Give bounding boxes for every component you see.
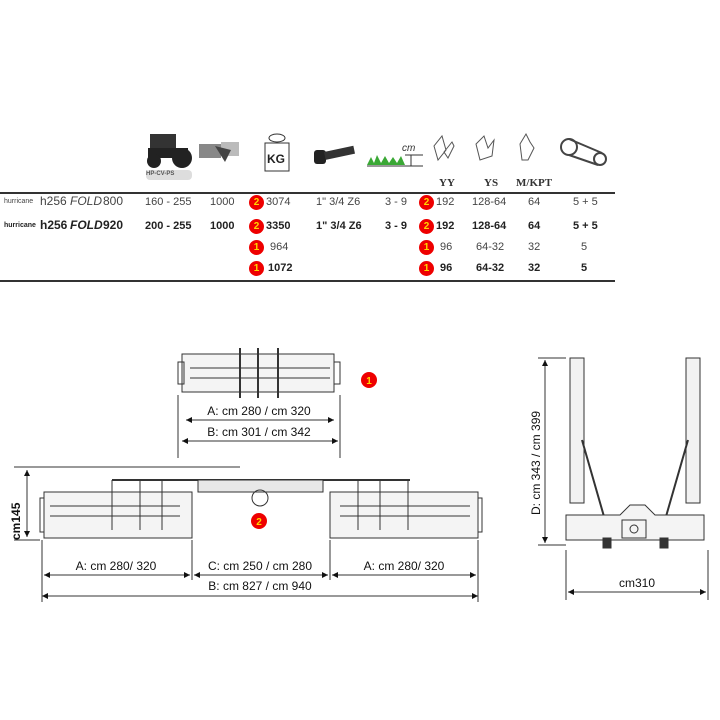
ys: 64-32	[476, 262, 505, 274]
belts: 5 + 5	[573, 220, 598, 232]
col-ys: YS	[484, 177, 499, 189]
quantity-badge: 1	[249, 261, 264, 276]
model: h256	[40, 218, 68, 232]
quantity-badge: 2	[419, 219, 434, 234]
pto-shaft-icon	[314, 145, 356, 164]
model: h256	[40, 194, 67, 208]
badge-1-label: 1	[366, 376, 372, 387]
ys: 128-64	[472, 196, 507, 208]
belts: 5	[581, 262, 588, 274]
dim-d-height: D: cm 343 / cm 399	[529, 411, 543, 515]
fold: FOLD	[70, 194, 103, 208]
pto: 1" 3/4 Z6	[316, 220, 362, 232]
quantity-badge: 1	[419, 240, 434, 255]
cm-label: cm	[402, 143, 416, 154]
brand: hurricane	[4, 198, 34, 205]
mkpt: 32	[528, 262, 541, 274]
unfolded-front-view	[14, 466, 483, 602]
weight: 1072	[268, 262, 293, 274]
size: 920	[103, 218, 124, 232]
mkpt: 32	[528, 241, 541, 253]
mkpt: 64	[528, 196, 541, 208]
mkpt-blade-icon	[519, 132, 535, 161]
table-top-rule	[0, 192, 615, 194]
dim-a-left: A: cm 280/ 320	[76, 559, 157, 573]
yy: 96	[440, 262, 453, 274]
dim-b-folded: B: cm 301 / cm 342	[207, 425, 311, 439]
badge-2-label: 2	[256, 517, 262, 528]
height: 3 - 9	[385, 220, 408, 232]
weight: 964	[270, 241, 289, 253]
kg-label: KG	[267, 152, 285, 166]
folded-top-view	[177, 348, 341, 458]
weight-icon	[264, 133, 290, 172]
blade-icons	[433, 132, 535, 162]
col-mkpt: M/KPT	[516, 177, 553, 189]
weight: 3350	[266, 220, 291, 232]
belts: 5 + 5	[573, 196, 598, 208]
belt-icon	[560, 138, 607, 166]
weight: 3074	[266, 196, 291, 208]
dim-a-folded: A: cm 280 / cm 320	[207, 404, 311, 418]
ys: 64-32	[476, 241, 505, 253]
pto: 1" 3/4 Z6	[316, 196, 361, 208]
quantity-badge: 2	[249, 219, 264, 234]
table-bottom-rule	[0, 280, 615, 282]
side-transport-view	[538, 357, 709, 600]
belts: 5	[581, 241, 588, 253]
ys-blade-icon	[475, 135, 495, 161]
rpm: 1000	[210, 196, 235, 208]
dim-width: cm310	[619, 576, 655, 590]
quantity-badge: 2	[419, 195, 434, 210]
yy: 96	[440, 241, 453, 253]
brand: hurricane	[4, 222, 36, 229]
quantity-badge: 1	[419, 261, 434, 276]
hp-label: HP-CV-PS	[146, 171, 175, 177]
dimension-drawings: 1 A: cm 280 / cm 320 B: cm 301 / cm 342 …	[9, 348, 709, 602]
col-yy: YY	[439, 177, 455, 189]
height: 3 - 9	[385, 196, 408, 208]
mkpt: 64	[528, 220, 541, 232]
pto-rotation-icon	[199, 142, 239, 162]
cutting-height-icon	[367, 154, 423, 167]
hp: 160 - 255	[145, 196, 192, 208]
fold: FOLD	[70, 218, 103, 232]
quantity-badge: 2	[249, 195, 264, 210]
yy: 192	[436, 196, 455, 208]
dim-height: cm145	[9, 502, 23, 540]
yy: 192	[436, 220, 455, 232]
dim-c: C: cm 250 / cm 280	[208, 559, 312, 573]
dim-b-total: B: cm 827 / cm 940	[208, 579, 312, 593]
badge-1	[361, 372, 377, 388]
ys: 128-64	[472, 220, 507, 232]
rpm: 1000	[210, 220, 235, 232]
quantity-badge: 1	[249, 240, 264, 255]
hp: 200 - 255	[145, 220, 192, 232]
size: 800	[103, 194, 124, 208]
tractor-icon	[146, 134, 192, 180]
dim-a-right: A: cm 280/ 320	[364, 559, 445, 573]
yy-blade-icon	[433, 134, 455, 162]
badge-2	[251, 513, 267, 529]
